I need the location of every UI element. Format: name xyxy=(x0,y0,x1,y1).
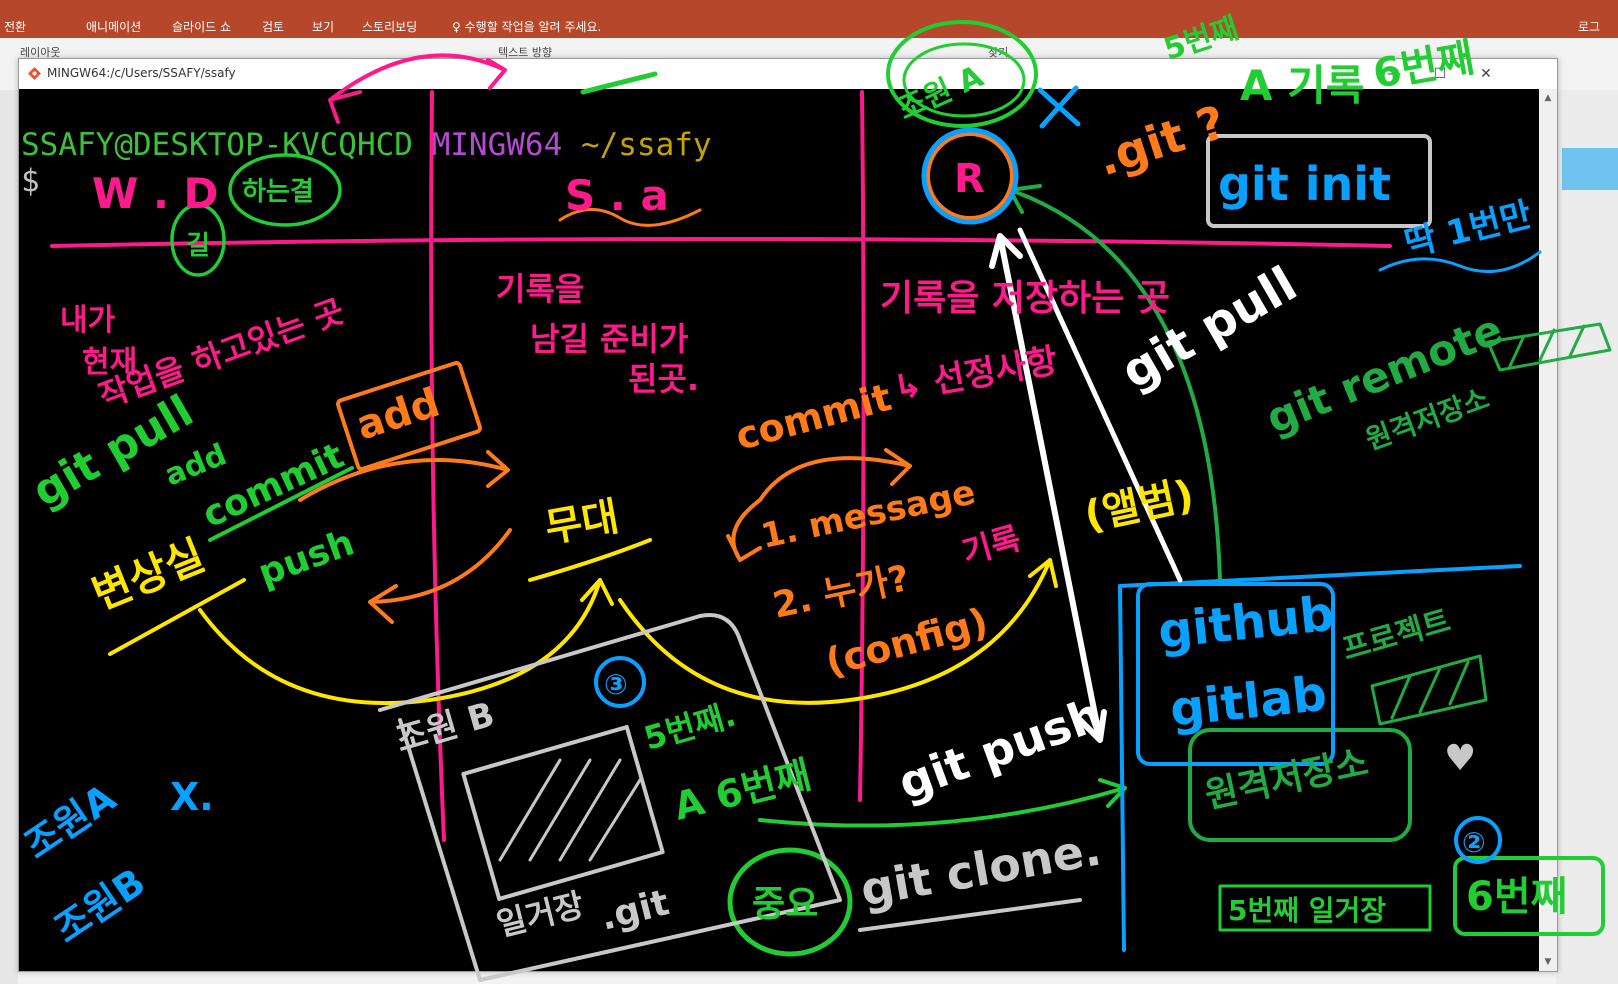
tab-slideshow[interactable]: 슬라이드 쇼 xyxy=(172,20,232,34)
tab-view[interactable]: 보기 xyxy=(312,20,335,34)
signin-link[interactable]: 로그 xyxy=(1578,20,1601,34)
slide-canvas-edge xyxy=(1556,90,1618,984)
tab-review[interactable]: 검토 xyxy=(262,20,285,34)
prompt-symbol: $ xyxy=(21,163,40,199)
window-titlebar[interactable]: MINGW64:/c/Users/SSAFY/ssafy — ☐ ✕ xyxy=(19,59,1557,89)
scroll-down-arrow-icon[interactable]: ▼ xyxy=(1544,957,1552,967)
tab-transitions[interactable]: 전환 xyxy=(4,20,27,34)
scroll-up-arrow-icon[interactable]: ▲ xyxy=(1544,93,1552,103)
prompt-path: ~/ssafy xyxy=(580,127,712,163)
terminal-window[interactable]: MINGW64:/c/Users/SSAFY/ssafy — ☐ ✕ SSAFY… xyxy=(18,58,1558,972)
tab-animations[interactable]: 애니메이션 xyxy=(86,20,142,34)
prompt-line: SSAFY@DESKTOP-KVCQHCD MINGW64 ~/ssafy xyxy=(21,127,712,163)
prompt-user-host: SSAFY@DESKTOP-KVCQHCD xyxy=(21,127,413,163)
minimize-button[interactable]: — xyxy=(1387,66,1401,82)
tell-me-text: 수행할 작업을 알려 주세요. xyxy=(464,20,602,34)
layout-button[interactable]: 레이아웃 xyxy=(20,46,61,59)
slide-thumbnail-pane xyxy=(0,90,18,984)
tell-me-box[interactable]: ♀ 수행할 작업을 알려 주세요. xyxy=(452,18,601,35)
lightbulb-icon: ♀ xyxy=(452,20,465,34)
mintty-icon xyxy=(28,67,41,80)
terminal-output[interactable]: SSAFY@DESKTOP-KVCQHCD MINGW64 ~/ssafy $ xyxy=(19,89,1539,971)
text-direction-button[interactable]: 텍스트 방향 xyxy=(498,46,553,59)
ribbon-tab-bar: 전환 애니메이션 슬라이드 쇼 검토 보기 스토리보딩 ♀ 수행할 작업을 알려… xyxy=(0,0,1618,38)
prompt-shell: MINGW64 xyxy=(431,127,563,163)
tab-storyboarding[interactable]: 스토리보딩 xyxy=(362,20,418,34)
maximize-button[interactable]: ☐ xyxy=(1433,66,1447,82)
window-title: MINGW64:/c/Users/SSAFY/ssafy xyxy=(47,66,236,80)
slide-decoration xyxy=(1562,148,1618,190)
close-button[interactable]: ✕ xyxy=(1480,66,1492,82)
vertical-scrollbar[interactable]: ▲ ▼ xyxy=(1539,89,1557,971)
